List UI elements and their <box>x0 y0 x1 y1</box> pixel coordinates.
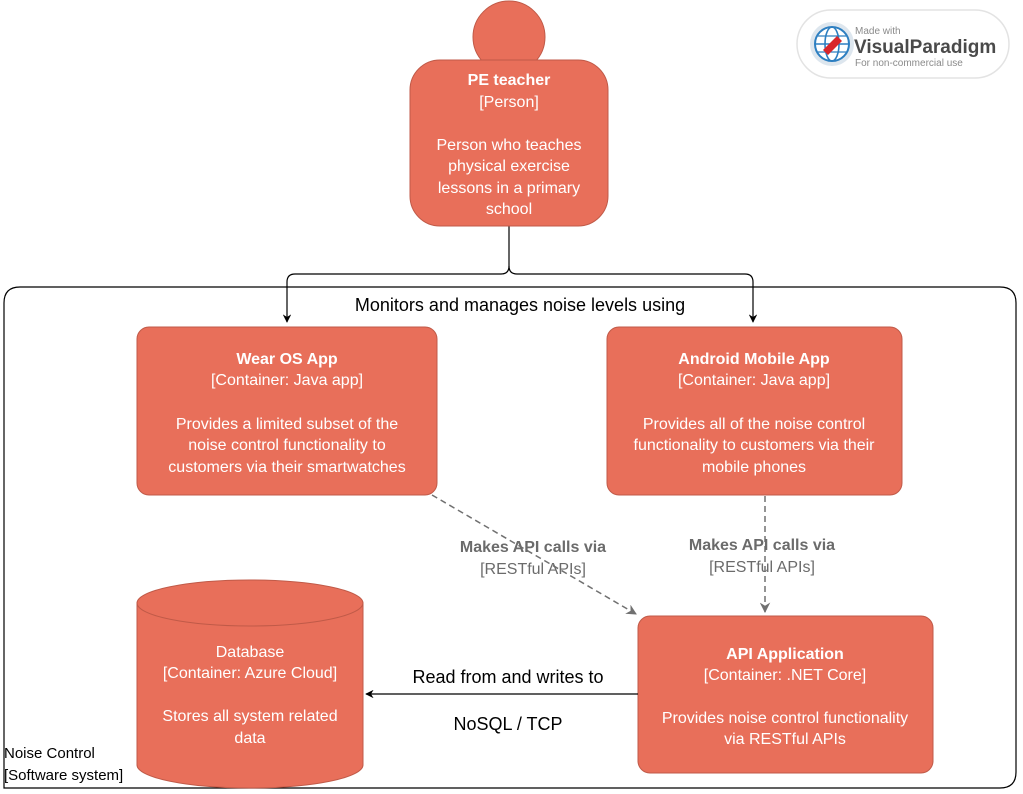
watermark-brand-paradigm: Paradigm <box>910 37 997 58</box>
person-title: PE teacher <box>468 72 551 89</box>
watermark-note: For non-commercial use <box>855 58 963 69</box>
person-desc-line: lessons in a primary <box>438 180 580 197</box>
edge-label-wear-tech: [RESTful APIs] <box>480 561 586 578</box>
database-title: Database <box>216 644 285 661</box>
boundary-type: [Software system] <box>4 767 123 784</box>
watermark-brand-visual: Visual <box>854 37 910 58</box>
container-android-mobile-app[interactable]: Android Mobile App [Container: Java app]… <box>606 326 903 496</box>
edge-label-db-title: Read from and writes to <box>412 667 603 687</box>
person-type: [Person] <box>479 94 539 111</box>
wear-app-desc-line: customers via their smartwatches <box>168 459 405 476</box>
container-database[interactable]: Database [Container: Azure Cloud] Stores… <box>136 579 364 789</box>
container-api-application[interactable]: API Application [Container: .NET Core] P… <box>637 615 934 774</box>
wear-app-title: Wear OS App <box>236 351 338 368</box>
api-app-type: [Container: .NET Core] <box>704 667 866 684</box>
android-app-desc-line: mobile phones <box>702 459 806 476</box>
globe-icon <box>810 22 854 66</box>
edge-teacher-to-apps: Monitors and manages noise levels using <box>282 226 758 323</box>
android-app-type: [Container: Java app] <box>678 372 830 389</box>
edge-wear-to-api: Makes API calls via [RESTful APIs] <box>431 494 637 615</box>
container-wear-os-app[interactable]: Wear OS App [Container: Java app] Provid… <box>136 326 438 496</box>
edge-label-monitors: Monitors and manages noise levels using <box>355 295 685 315</box>
edge-label-db-tech: NoSQL / TCP <box>453 714 562 734</box>
android-app-title: Android Mobile App <box>678 351 830 368</box>
watermark-made-with: Made with <box>855 26 901 37</box>
android-app-desc-line: Provides all of the noise control <box>643 416 865 433</box>
database-desc-line: data <box>234 730 265 747</box>
person-desc-line: physical exercise <box>448 158 570 175</box>
edge-label-android-title: Makes API calls via <box>689 537 835 554</box>
watermark-badge: Made with VisualParadigm For non-commerc… <box>796 9 1010 79</box>
wear-app-desc-line: Provides a limited subset of the <box>176 416 398 433</box>
person-desc-line: school <box>486 201 532 218</box>
system-boundary: Noise Control [Software system] <box>3 286 1017 789</box>
watermark-brand: VisualParadigm <box>854 37 996 58</box>
android-app-desc-line: functionality to customers via their <box>634 437 876 454</box>
database-desc-line: Stores all system related <box>162 708 337 725</box>
edge-android-to-api: Makes API calls via [RESTful APIs] <box>689 496 835 614</box>
edge-label-android-tech: [RESTful APIs] <box>709 559 815 576</box>
api-app-desc-line: Provides noise control functionality <box>662 710 908 727</box>
edge-label-wear-title: Makes API calls via <box>460 539 606 556</box>
person-pe-teacher[interactable]: PE teacher [Person] Person who teaches p… <box>409 0 609 227</box>
wear-app-type: [Container: Java app] <box>211 372 363 389</box>
api-app-desc-line: via RESTful APIs <box>724 731 846 748</box>
database-type: [Container: Azure Cloud] <box>163 665 337 682</box>
person-desc-line: Person who teaches <box>437 137 582 154</box>
boundary-name: Noise Control <box>4 745 95 762</box>
wear-app-desc-line: noise control functionality to <box>188 437 386 454</box>
api-app-title: API Application <box>726 646 844 663</box>
edge-api-to-database: Read from and writes to NoSQL / TCP <box>365 667 638 734</box>
